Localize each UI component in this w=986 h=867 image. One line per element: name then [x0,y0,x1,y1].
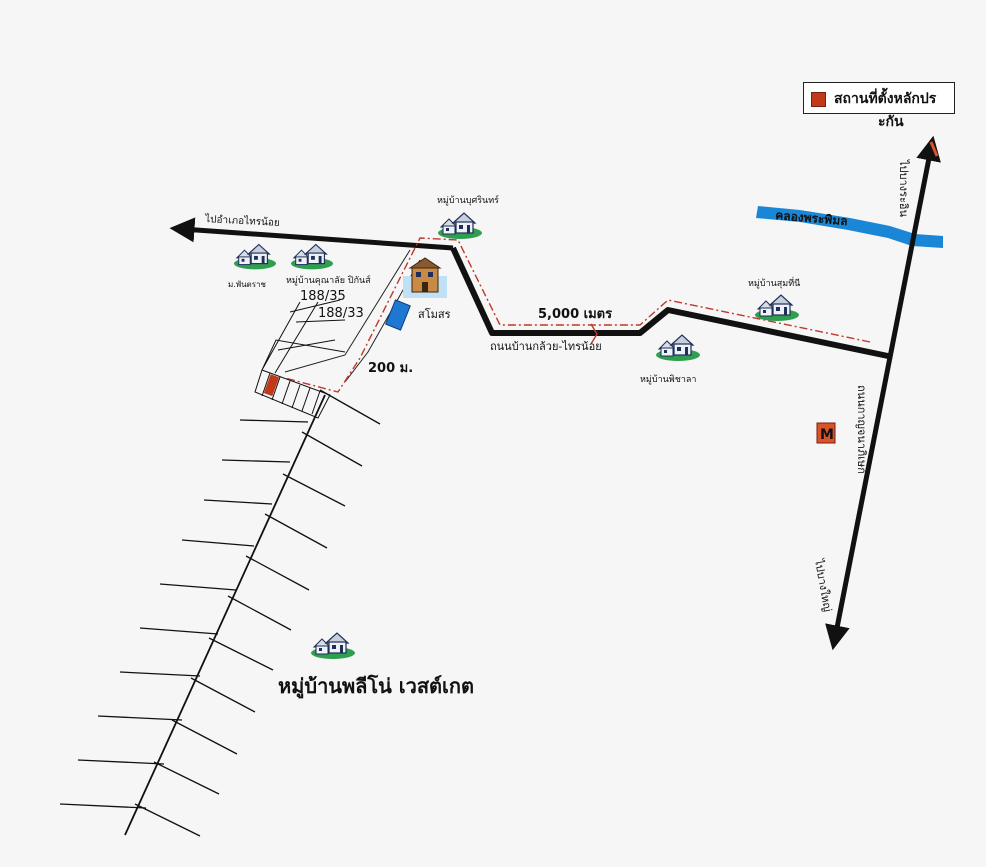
house-icon-sumtheenee [754,294,800,322]
house-icon-kunnathai [290,243,334,270]
to-district-label: ไปอำเภอไทรน้อย [204,213,280,229]
estate-main-road [124,394,326,836]
parcel-a-label: 188/35 [300,289,346,304]
canal-label: คลองพระพิมล [775,208,848,228]
house-icon-left-small [233,243,277,270]
village-main-label: หมู่บ้านพลีโน่ เวสต์เกต [278,674,474,700]
village-left-small-label: ม.พันตราช [228,280,267,289]
access-road-outline [284,249,421,383]
route-path [284,237,871,393]
road-kanchana-label: ถนนกาญจนาภิเษก [855,385,868,474]
to-bang-yai-label: ไปบางใหญ่ [812,557,834,612]
distance-200-label: 200 ม. [368,361,413,376]
m-marker-icon [816,422,836,444]
club-label: สโมสร [418,307,451,321]
road-kluay-label: ถนนบ้านกล้วย-ไทรน้อย [490,340,602,353]
site-plot [263,374,280,397]
legend-label-line1: สถานที่ตั้งหลักปร [834,91,937,107]
village-pitchaya-label: หมู่บ้านพิชาลา [640,374,696,385]
road-highway-orange-north [929,141,939,157]
pool [385,299,411,331]
road-to-district [169,217,454,251]
house-icon-pitchaya [655,334,701,362]
estate-side-streets [59,389,381,837]
village-sumtheenee-label: หมู่บ้านสุมที่นี [748,276,800,289]
parcel-block [254,299,346,419]
house-icon-bussarin [437,212,483,240]
road-kanchanaphisek [825,135,941,651]
to-bang-rak-label: ไปบางระอิน [897,159,910,217]
legend-label-line2: ะกัน [878,114,904,130]
m-marker-label: M [820,427,834,443]
distance-5000-label: 5,000 เมตร [538,307,612,322]
parcel-b-label: 188/33 [318,306,364,321]
distance-marker-icon [590,323,598,345]
road-kluay-sainoi [450,246,889,359]
legend-swatch [811,92,826,107]
house-icon-main-estate [310,632,356,660]
legend-box: สถานที่ตั้งหลักปร [803,82,955,114]
club-building-icon [403,257,447,298]
village-bussarin-label: หมู่บ้านบุศรินทร์ [437,194,499,206]
village-kunnathai-label: หมู่บ้านคุณาลัย ปิกันส์ [286,274,371,286]
